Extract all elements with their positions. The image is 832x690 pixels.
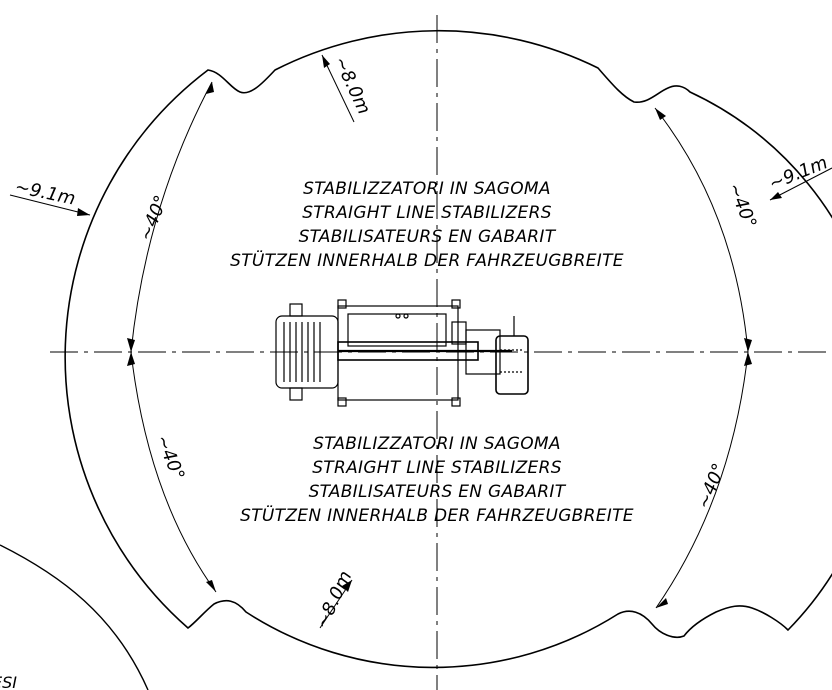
secondary-range-arc	[0, 544, 149, 690]
working-envelope-outline	[64, 29, 832, 669]
leader-line-right	[769, 167, 832, 201]
angle-arc-left-lower	[130, 351, 217, 593]
upper-label-english: STRAIGHT LINE STABILIZERS	[302, 203, 552, 223]
angle-arc-right-upper	[654, 107, 749, 353]
corner-text-fragment: ESI	[0, 673, 17, 690]
upper-label-italian: STABILIZZATORI IN SAGOMA	[303, 179, 551, 199]
angle-label-upper-left: ~40°	[135, 192, 172, 243]
angle-arc-left-upper	[130, 81, 213, 353]
leader-arrow-bottom	[342, 580, 352, 592]
radius-label-bottom: ~8.0m	[311, 568, 356, 632]
angle-arrowheads	[127, 82, 752, 608]
leader-arrow-right	[770, 192, 782, 200]
angle-label-upper-right: ~40°	[723, 180, 760, 231]
upper-label-french: STABILISATEURS EN GABARIT	[299, 227, 557, 247]
vehicle-basket	[495, 335, 529, 395]
angle-label-lower-left: ~40°	[151, 432, 188, 483]
lower-label-italian: STABILIZZATORI IN SAGOMA	[313, 434, 561, 454]
radius-label-right: ~9.1m	[766, 152, 831, 194]
vehicle-body	[337, 305, 459, 401]
lower-label-german: STÜTZEN INNERHALB DER FAHRZEUGBREITE	[240, 504, 634, 526]
angle-arc-right-lower	[655, 351, 749, 609]
leader-arrow-left	[77, 208, 90, 216]
vehicle-top-view	[275, 299, 529, 407]
angle-label-lower-right: ~40°	[693, 460, 730, 511]
leader-arrow-top	[322, 55, 330, 68]
upper-label-german: STÜTZEN INNERHALB DER FAHRZEUGBREITE	[230, 249, 624, 271]
leader-line-top	[321, 54, 355, 123]
leader-line-left	[9, 194, 91, 216]
radius-label-left: ~9.1m	[13, 176, 77, 209]
lower-label-french: STABILISATEURS EN GABARIT	[309, 482, 567, 502]
lower-label-english: STRAIGHT LINE STABILIZERS	[312, 458, 562, 478]
